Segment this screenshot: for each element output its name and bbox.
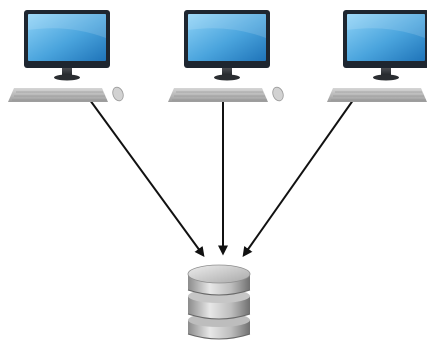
database-icon bbox=[187, 264, 251, 340]
arrow-client-3-to-db bbox=[242, 95, 357, 258]
edges-layer bbox=[86, 95, 357, 258]
desktop-computer-icon bbox=[167, 9, 286, 103]
desktop-computer-icon bbox=[326, 9, 427, 103]
arrow-client-1-to-db bbox=[86, 95, 205, 258]
desktop-computer-icon bbox=[7, 9, 126, 103]
